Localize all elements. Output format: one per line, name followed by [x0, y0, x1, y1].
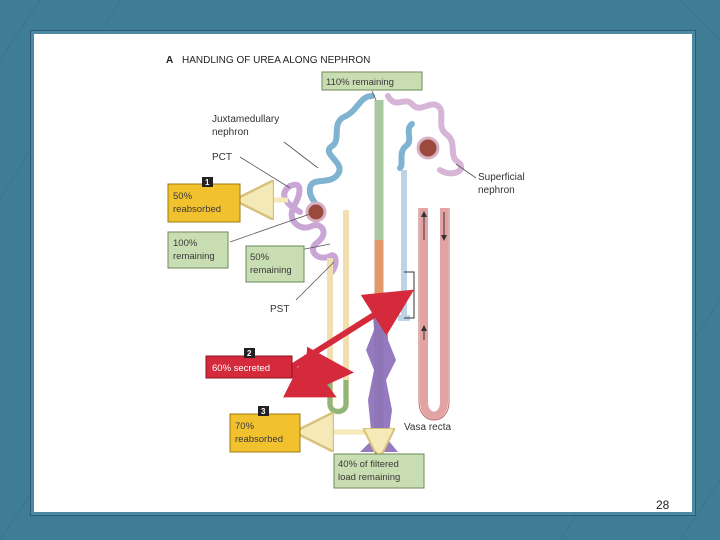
superficial-blue [397, 121, 415, 171]
leader-top [371, 90, 377, 101]
juxtamedullary-tubule [306, 93, 375, 217]
thin-limb-green [327, 380, 349, 414]
leader-pct [239, 156, 291, 189]
leader-juxtamedullary [283, 141, 319, 169]
label-superficial-1: Superficial [478, 172, 525, 183]
glomerulus-superficial [416, 136, 440, 160]
panel-letter: A [166, 55, 173, 66]
box-50-reabsorbed-2: reabsorbed [173, 204, 221, 215]
box-110-text: 110% remaining [326, 77, 394, 88]
badge-2 [244, 348, 255, 358]
leader-superficial [455, 163, 477, 179]
label-juxtamedullary-1: Juxtamedullary [212, 114, 279, 125]
box-40-2: load remaining [338, 472, 400, 483]
box-40-filtered [333, 453, 425, 489]
box-100-remaining [167, 231, 229, 269]
secretion-arrow-lower [289, 346, 354, 395]
leader-100 [229, 213, 311, 243]
badge-1 [202, 177, 213, 187]
box-110-remaining [321, 71, 423, 91]
box-50rem-2: remaining [250, 265, 292, 276]
glomerulus-juxtamedullary [305, 201, 327, 223]
leader-50rem [299, 243, 331, 251]
box-50-reabsorbed-1: 50% [173, 191, 193, 202]
box-70-2: reabsorbed [235, 434, 283, 445]
box-60-text: 60% secreted [212, 363, 270, 374]
box-40-1: 40% of filtered [338, 459, 399, 470]
leader-pst [295, 261, 335, 301]
label-vasa-recta: Vasa recta [404, 422, 451, 433]
vasa-recta-outline [418, 208, 450, 421]
badge-1-text: 1 [205, 178, 210, 187]
label-pst: PST [270, 304, 289, 315]
slide-content [43, 43, 683, 503]
diagram-title: HANDLING OF UREA ALONG NEPHRON [182, 55, 370, 66]
box-50-reabsorbed [167, 183, 241, 223]
interstitium-urea [360, 300, 398, 452]
secretion-arrow-bottom [283, 354, 337, 398]
label-juxtamedullary-2: nephron [212, 127, 249, 138]
label-pct: PCT [212, 152, 232, 163]
superficial-tubule [385, 93, 465, 177]
badge-3-text: 3 [261, 407, 266, 416]
box-70-reabsorbed [229, 413, 301, 453]
pct-loops [281, 181, 339, 275]
page-number: 28 [656, 498, 670, 512]
badge-2-text: 2 [247, 349, 252, 358]
box-100-1: 100% [173, 238, 198, 249]
vasa-recta [420, 208, 448, 420]
box-50-remaining [245, 245, 305, 283]
label-superficial-2: nephron [478, 185, 515, 196]
box-100-2: remaining [173, 251, 215, 262]
badge-3 [258, 406, 269, 416]
box-70-1: 70% [235, 421, 255, 432]
box-50rem-1: 50% [250, 252, 270, 263]
